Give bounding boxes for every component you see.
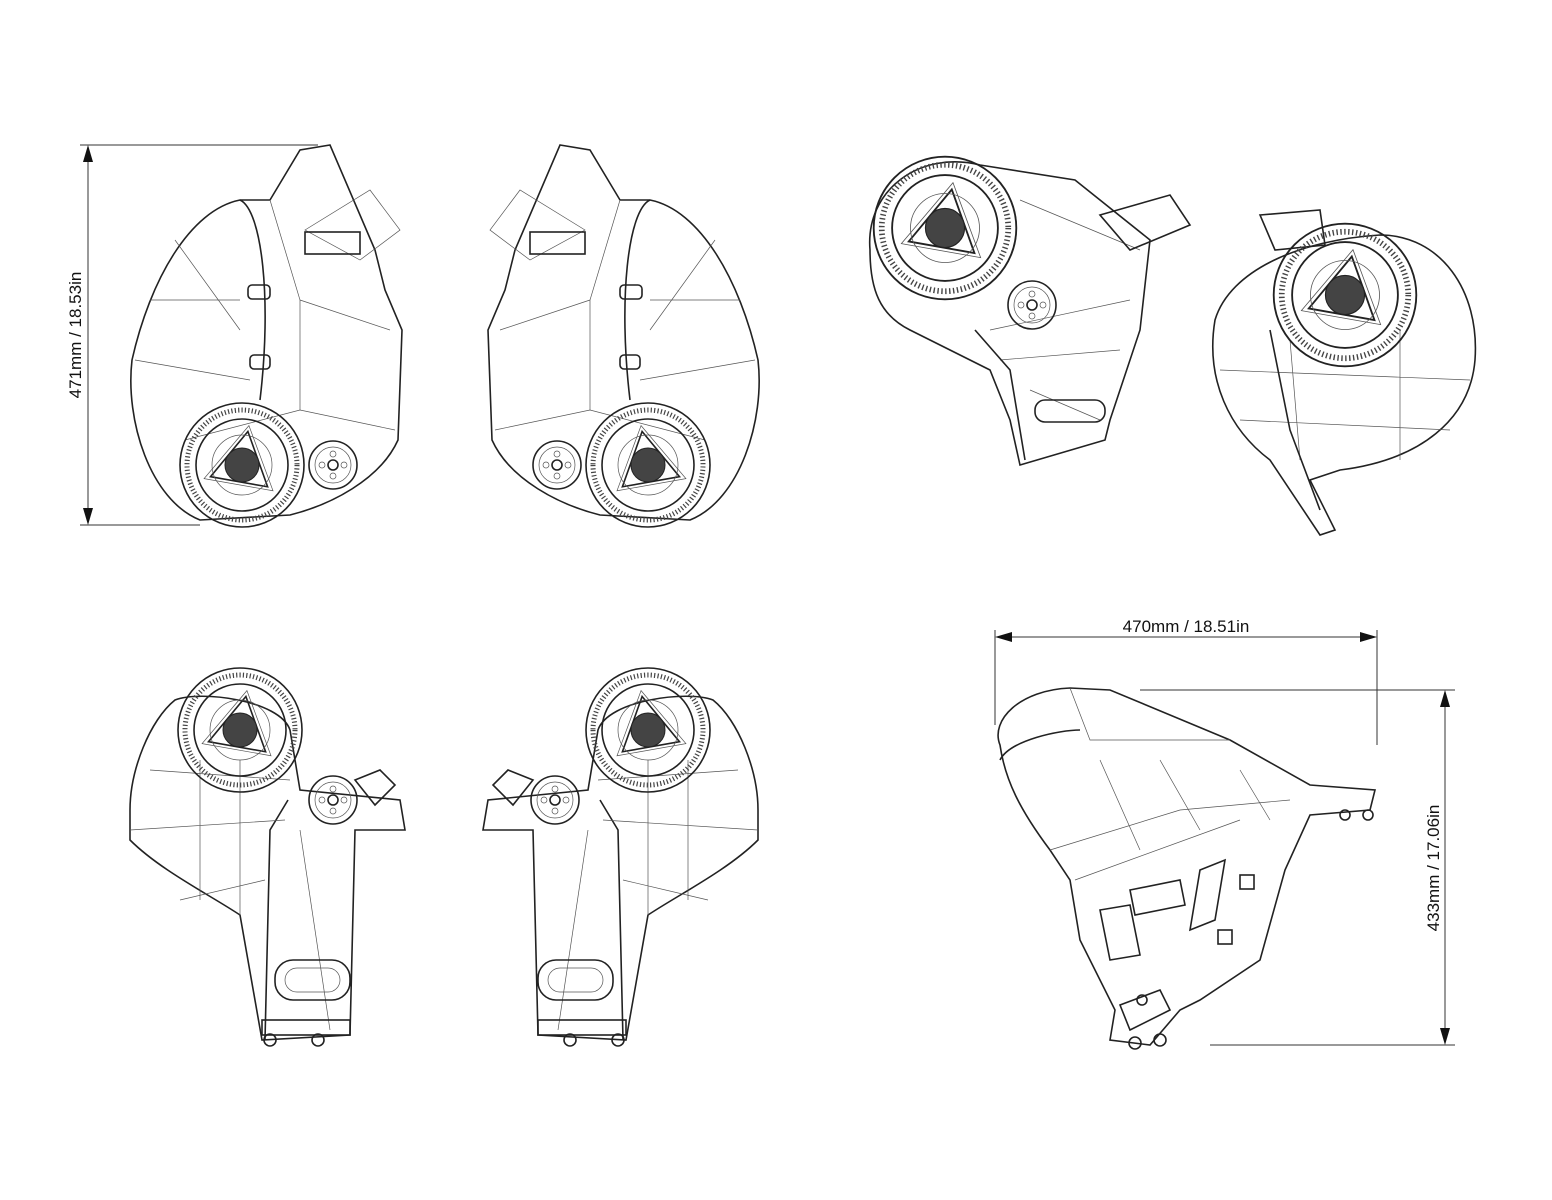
view-side: [997, 687, 1376, 1050]
dimension-height-front: 471mm / 18.53in: [66, 144, 318, 526]
view-top-right: [130, 668, 405, 1046]
dimension-label: 470mm / 18.51in: [1123, 617, 1250, 636]
arrow-down-icon: [1440, 1028, 1450, 1045]
view-iso-left: [1213, 210, 1476, 535]
dimension-label: 433mm / 17.06in: [1424, 805, 1443, 932]
view-front-right: [131, 145, 402, 527]
view-iso-right: [870, 157, 1190, 465]
dimension-width-side: 470mm / 18.51in: [994, 617, 1378, 745]
arrow-down-icon: [83, 508, 93, 525]
view-top-left: [483, 668, 758, 1046]
arrow-left-icon: [995, 632, 1012, 642]
arrow-up-icon: [1440, 690, 1450, 707]
dimension-height-side: 433mm / 17.06in: [1140, 689, 1455, 1046]
view-front-left: [488, 145, 759, 527]
arrow-right-icon: [1360, 632, 1377, 642]
dimension-label: 471mm / 18.53in: [66, 272, 85, 399]
arrow-up-icon: [83, 145, 93, 162]
